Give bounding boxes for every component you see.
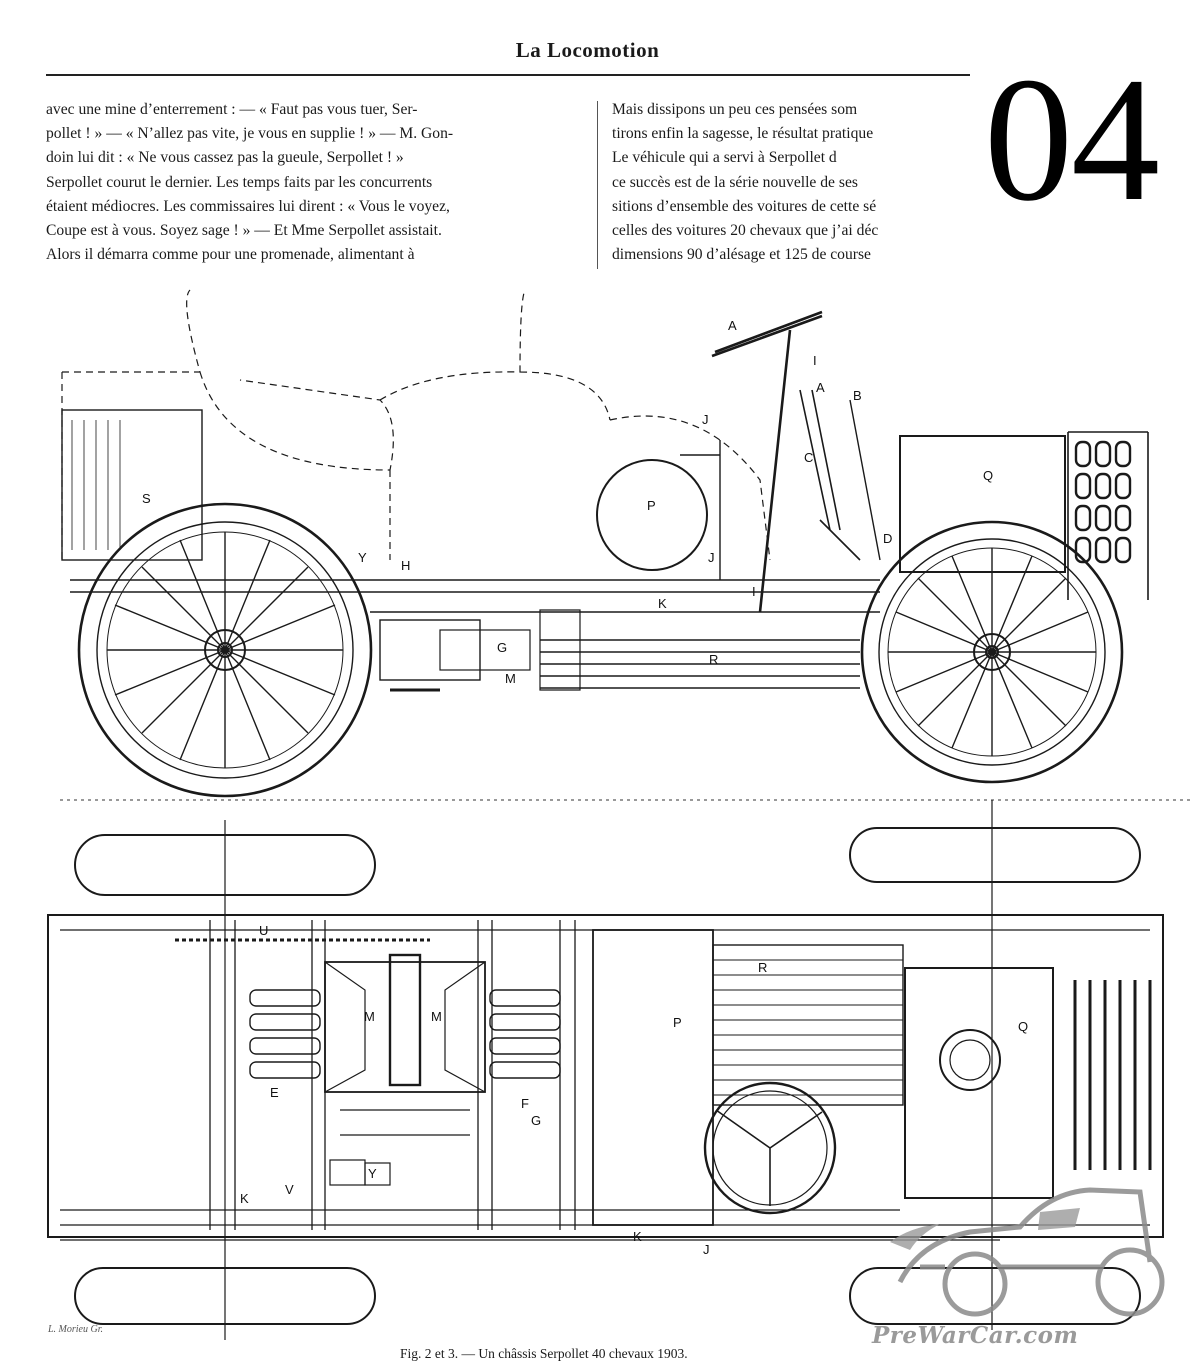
callout-label: R	[709, 652, 718, 667]
callout-label: J	[708, 550, 715, 565]
article-line: celles des voitures 20 chevaux que j’ai …	[612, 222, 879, 240]
callout-label: F	[521, 1096, 529, 1111]
callout-label: Y	[358, 550, 367, 565]
callout-label: H	[401, 558, 410, 573]
callout-label: R	[758, 960, 767, 975]
callout-label: I	[813, 353, 817, 368]
front-wheel-side	[860, 520, 1124, 784]
callout-label: J	[702, 412, 709, 427]
prewarcar-logo-icon	[890, 1187, 1165, 1317]
watermark-text: PreWarCar.com	[872, 1322, 1079, 1349]
callout-label: M	[505, 671, 516, 686]
callout-label: D	[883, 531, 892, 546]
callout-label: P	[673, 1015, 682, 1030]
callout-label: S	[142, 491, 151, 506]
callout-label: J	[703, 1242, 710, 1257]
article-line: Alors il démarra comme pour une promenad…	[46, 246, 415, 264]
article-line: étaient médiocres. Les commissaires lui …	[46, 197, 450, 215]
top-view	[47, 800, 1164, 1340]
article-right-column: Mais dissipons un peu ces pensées som ti…	[612, 98, 970, 267]
engraver-signature: L. Morieu Gr.	[48, 1324, 104, 1335]
callout-label: E	[270, 1085, 279, 1100]
article-line: Mais dissipons un peu ces pensées som	[612, 101, 858, 118]
callout-label: G	[531, 1113, 541, 1128]
side-view-callouts: A I A B J C Q S P D Y H J K I G R M	[142, 318, 993, 686]
callout-label: Q	[1018, 1019, 1028, 1034]
article-line: sitions d’ensemble des voitures de cette…	[612, 197, 877, 215]
callout-label: V	[285, 1182, 294, 1197]
article-line: pollet ! » — « N’allez pas vite, je vous…	[46, 125, 454, 143]
callout-label: U	[259, 923, 268, 938]
page-number: 04	[984, 40, 1160, 238]
callout-label: A	[816, 380, 825, 395]
journal-title: La Locomotion	[515, 38, 660, 62]
callout-label: I	[752, 584, 756, 599]
callout-label: K	[240, 1191, 249, 1206]
article-line: doin lui dit : « Ne vous cassez pas la g…	[46, 149, 404, 167]
callout-label: B	[853, 388, 862, 403]
chassis-drawing: A I A B J C Q S P D Y H J K I G R M U R …	[47, 289, 1190, 1340]
article-line: ce succès est de la série nouvelle de se…	[612, 173, 858, 191]
article-line: dimensions 90 d’alésage et 125 de course	[612, 246, 871, 264]
callout-label: Y	[368, 1166, 377, 1181]
article-line: Coupe est à vous. Soyez sage ! » — Et Mm…	[46, 222, 442, 240]
callout-label: A	[728, 318, 737, 333]
callout-label: M	[364, 1009, 375, 1024]
callout-label: G	[497, 640, 507, 655]
callout-label: M	[431, 1009, 442, 1024]
callout-label: K	[633, 1229, 642, 1244]
article-line: Le véhicule qui a servi à Serpollet d	[612, 149, 837, 167]
callout-label: P	[647, 498, 656, 513]
callout-label: C	[804, 450, 813, 465]
rear-wheel-side	[77, 502, 373, 798]
side-view	[61, 289, 1149, 798]
article-line: tirons enfin la sagesse, le résultat pra…	[612, 125, 874, 143]
callout-label: Q	[983, 468, 993, 483]
article-line: avec une mine d’enterrement : — « Faut p…	[46, 101, 418, 118]
column-divider	[597, 101, 598, 269]
figure-caption: Fig. 2 et 3. — Un châssis Serpollet 40 c…	[400, 1346, 688, 1361]
article-left-column: avec une mine d’enterrement : — « Faut p…	[46, 98, 584, 267]
top-view-callouts: U R M M P Q E F G Y V K K J	[240, 923, 1028, 1257]
callout-label: K	[658, 596, 667, 611]
header-rule	[46, 74, 970, 76]
article-line: Serpollet courut le dernier. Les temps f…	[46, 173, 433, 191]
